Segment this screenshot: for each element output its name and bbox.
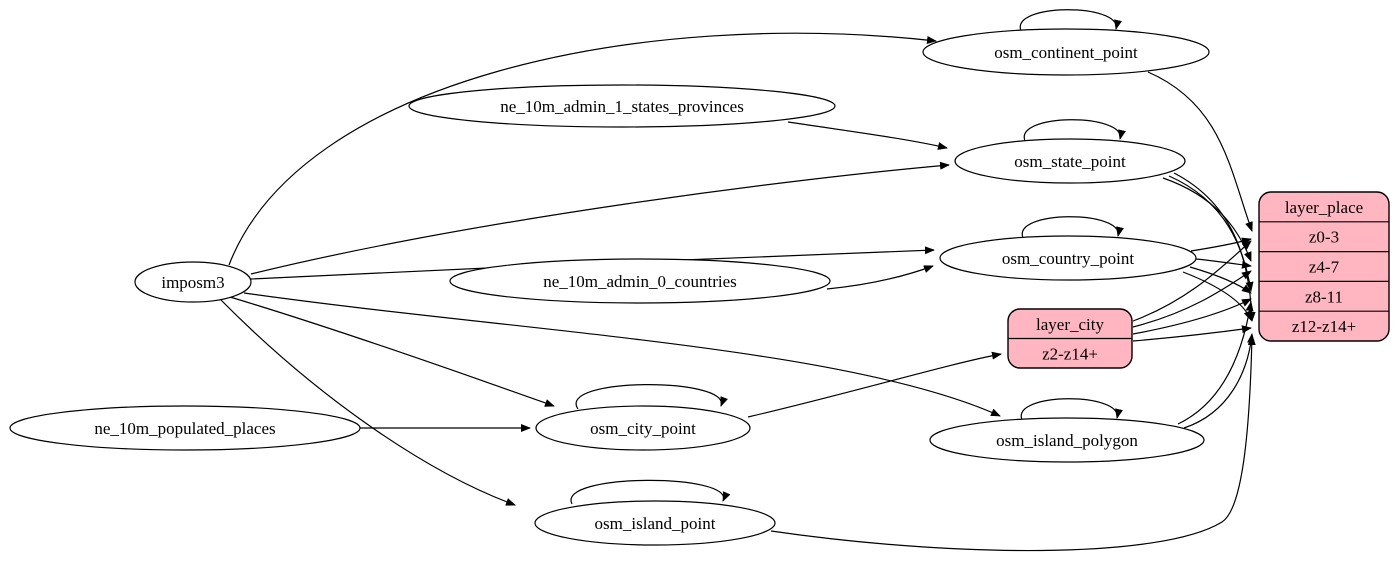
node-label-ne_10m_admin_0_countries: ne_10m_admin_0_countries [543,272,737,291]
edge-osm_island_point-to-layer_place:z12-z14+ [770,335,1256,552]
node-label-osm_island_polygon: osm_island_polygon [996,431,1138,450]
node-shape-osm_continent_point [922,28,1210,76]
edge-osm_country_point-to-layer_place:z8-11 [1189,266,1252,294]
record-node-layer_place: layer_place z0-3 z4-7 z8-11 z12-z14+ [1258,191,1390,342]
record-header-layer_place: layer_place [1285,198,1363,217]
record-row-layer_place-z0-3: z0-3 [1309,228,1339,247]
node-osm_continent_point: osm_continent_point [922,28,1210,76]
node-imposm3: imposm3 [134,261,252,303]
edge-ne_10m_admin_0_countries-to-osm_country_point [826,265,934,290]
record-row-layer_place-z8-11: z8-11 [1305,287,1343,306]
node-label-osm_island_point: osm_island_point [595,514,716,533]
edge-osm_country_point-to-layer_place:z4-7 [1195,258,1252,269]
node-shape-osm_country_point [939,235,1197,281]
node-ne_10m_populated_places: ne_10m_populated_places [9,405,361,451]
node-osm_city_point: osm_city_point [535,405,751,451]
self-loop-osm_country_point [1021,216,1124,239]
node-label-osm_state_point: osm_state_point [1014,152,1126,171]
record-shape-layer_place [1258,191,1390,342]
node-ne_10m_admin_0_countries: ne_10m_admin_0_countries [449,258,831,304]
self-loop-osm_city_point [575,384,728,410]
node-osm_island_polygon: osm_island_polygon [929,417,1205,463]
edge-layer_city-to-layer_place:z4-7 [1132,270,1252,328]
node-shape-ne_10m_populated_places [9,405,361,451]
record-node-layer_city: layer_city z2-z14+ [1007,308,1133,369]
edge-imposm3-to-osm_island_point [220,299,516,506]
node-ne_10m_admin_1_states_provinces: ne_10m_admin_1_states_provinces [408,84,836,128]
edge-osm_city_point-to-layer_city [747,351,1002,418]
node-label-osm_country_point: osm_country_point [1002,249,1134,268]
record-row-layer_place-z12-z14+: z12-z14+ [1292,317,1356,336]
self-loop-osm_island_polygon [1020,398,1123,421]
edge-imposm3-to-osm_island_polygon [243,292,1001,417]
node-label-ne_10m_admin_1_states_provinces: ne_10m_admin_1_states_provinces [500,97,744,116]
node-osm_state_point: osm_state_point [954,138,1186,184]
node-shape-osm_island_point [534,500,776,546]
node-shape-osm_city_point [535,405,751,451]
edge-osm_country_point-to-layer_place:z0-3 [1190,237,1252,252]
edge-layer_city-to-layer_place:z12-z14+ [1132,325,1252,342]
node-shape-ne_10m_admin_1_states_provinces [408,84,836,128]
node-label-ne_10m_populated_places: ne_10m_populated_places [94,419,275,438]
node-shape-ne_10m_admin_0_countries [449,258,831,304]
self-loop-osm_state_point [1023,119,1126,142]
edge-layer_city-to-layer_place:z8-11 [1132,298,1252,335]
record-header-layer_city: layer_city [1036,315,1104,334]
self-loop-osm_island_point [570,479,731,505]
node-shape-osm_island_polygon [929,417,1205,463]
node-shape-osm_state_point [954,138,1186,184]
edge-imposm3-to-osm_city_point [229,296,555,407]
edge-imposm3-to-osm_continent_point [228,32,937,266]
edge-imposm3-to-osm_state_point [250,161,950,275]
self-loop-osm_continent_point [1019,9,1122,32]
node-osm_island_point: osm_island_point [534,500,776,546]
edge-osm_island_polygon-to-layer_place:z8-11 [1177,301,1254,425]
node-label-osm_city_point: osm_city_point [590,419,696,438]
edge-osm_continent_point-to-layer_place:z0-3 [1147,71,1253,232]
node-shape-imposm3 [134,261,252,303]
record-row-layer_place-z4-7: z4-7 [1309,258,1340,277]
edge-osm_island_polygon-to-layer_place:z12-z14+ [1183,333,1256,429]
node-label-osm_continent_point: osm_continent_point [994,43,1138,62]
edge-ne_10m_admin_1_states_provinces-to-osm_state_point [787,121,948,150]
node-osm_country_point: osm_country_point [939,235,1197,281]
record-row-layer_city-z2-z14+: z2-z14+ [1042,344,1098,363]
node-label-imposm3: imposm3 [161,273,224,292]
edge-layer_city-to-layer_place:z0-3 [1132,240,1252,322]
